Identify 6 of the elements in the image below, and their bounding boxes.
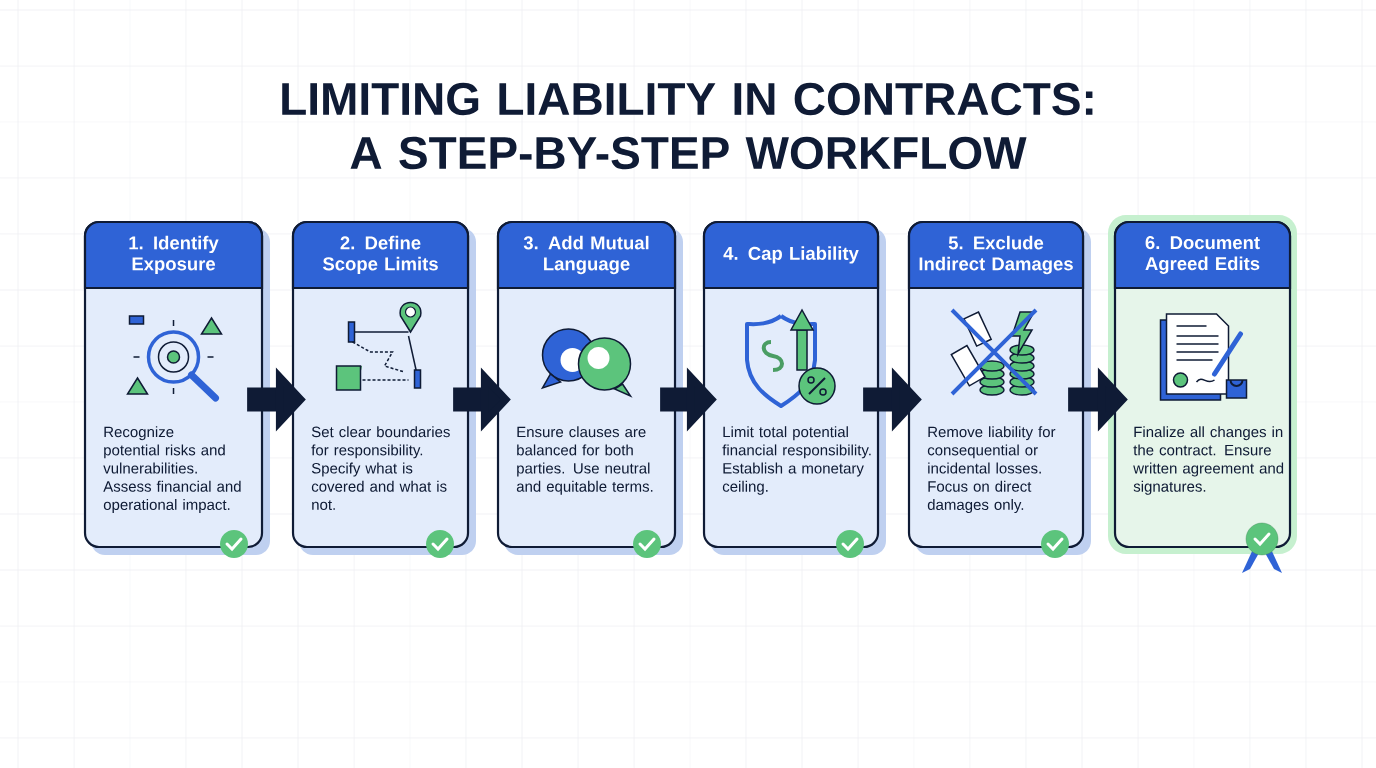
step-card: 4. Cap Liability Limit total potential financial responsibility. Establish a monetary ceiling. bbox=[702, 220, 880, 549]
step-card: 5. Exclude Indirect Damages Remove liability for consequential or incidental losses. Focus on direct damages only. bbox=[907, 220, 1085, 549]
step-card: 1. Identify Exposure Recognize potential risks and vulnerabilities. Assess financial and operational impact. bbox=[83, 220, 264, 549]
step-card: 3. Add Mutual Language Ensure clauses are balanced for both parties. Use neutral and equitable terms. bbox=[496, 220, 677, 549]
title: LIMITING LIABILITY IN CONTRACTS: A STEP-BY-STEP WORKFLOW bbox=[282, 82, 1093, 170]
step-card: 2. Define Scope Limits Set clear boundaries for responsibility. Specify what is covered and what is not. bbox=[291, 220, 470, 549]
